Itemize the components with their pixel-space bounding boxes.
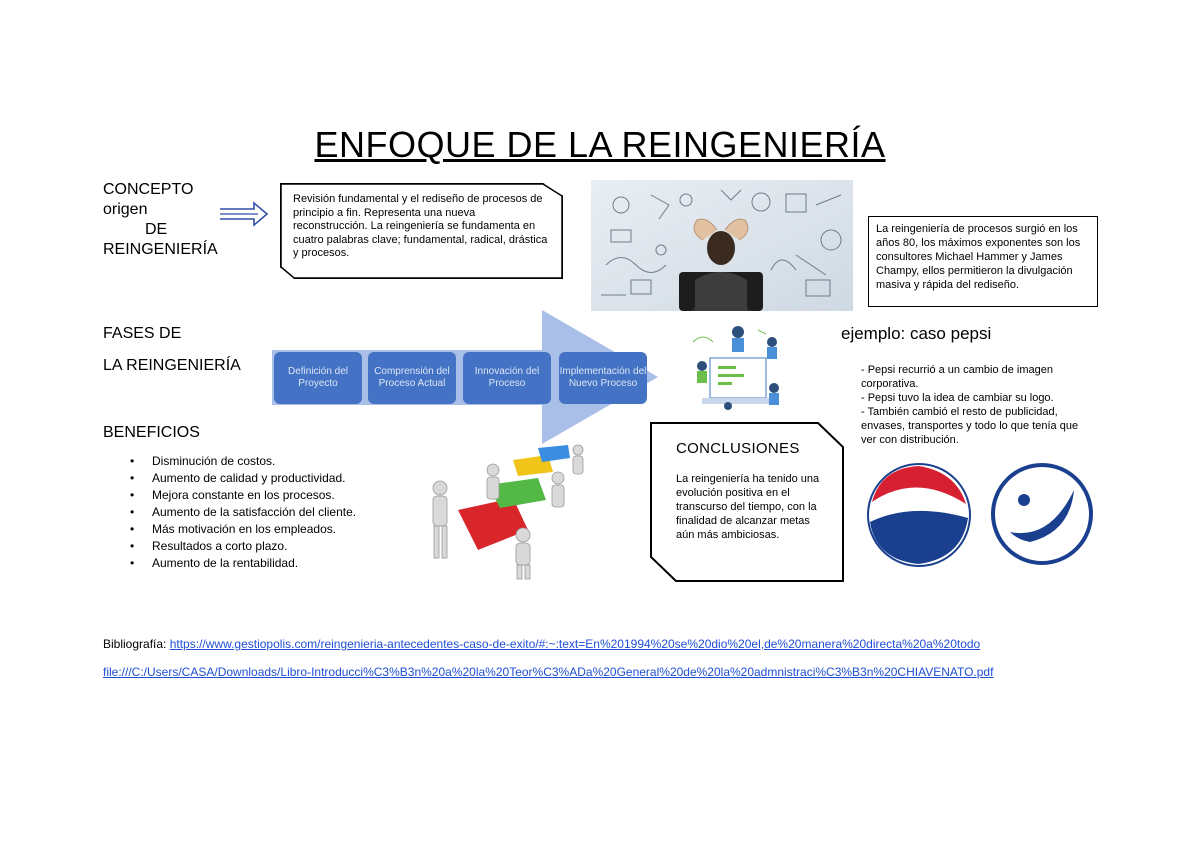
list-item: Aumento de calidad y productividad. xyxy=(130,470,356,487)
concept-label-line: REINGENIERÍA xyxy=(103,241,218,258)
list-item: Aumento de la satisfacción del cliente. xyxy=(130,504,356,521)
page-title: ENFOQUE DE LA REINGENIERÍA xyxy=(314,124,886,165)
conclusions-text: La reingeniería ha tenido una evolución … xyxy=(676,473,820,541)
phases-label: FASES DE LA REINGENIERÍA xyxy=(103,324,241,388)
conclusions-box xyxy=(650,422,844,582)
phases-label-line: FASES DE xyxy=(103,325,182,342)
list-item: Disminución de costos. xyxy=(130,453,356,470)
conclusions-title: CONCLUSIONES xyxy=(676,440,800,457)
thinking-person-image xyxy=(591,180,853,311)
puzzle-team-image xyxy=(432,444,584,580)
phase-step-1: Definición del Proyecto xyxy=(274,352,362,404)
concept-box xyxy=(280,183,563,279)
example-label: ejemplo: caso pepsi xyxy=(841,324,992,343)
origin-box xyxy=(868,216,1098,307)
bibliography: Bibliografía: https://www.gestiopolis.co… xyxy=(103,637,980,651)
origin-text: La reingeniería de procesos surgió en lo… xyxy=(876,223,1081,291)
list-item: - Pepsi tuvo la idea de cambiar su logo. xyxy=(861,392,1054,404)
list-item: Aumento de la rentabilidad. xyxy=(130,555,356,572)
team-computer-image xyxy=(692,326,779,410)
list-item: - También cambió el resto de publicidad,… xyxy=(861,406,1079,446)
phase-step-3: Innovación del Proceso xyxy=(463,352,551,404)
double-arrow-icon xyxy=(220,201,269,227)
pepsi-list: - Pepsi recurrió a un cambio de imagen c… xyxy=(861,363,1081,447)
concept-label-line: DE xyxy=(145,221,168,238)
concept-text: Revisión fundamental y el rediseño de pr… xyxy=(293,193,548,259)
concept-label: CONCEPTO origen DE REINGENIERÍA xyxy=(103,180,218,260)
concept-label-line: CONCEPTO xyxy=(103,181,194,198)
bibliography-link-2[interactable]: file:///C:/Users/CASA/Downloads/Libro-In… xyxy=(103,665,994,679)
bibliography-label: Bibliografía: xyxy=(103,637,167,651)
pepsi-logo-old xyxy=(867,463,971,567)
bibliography-link-1[interactable]: https://www.gestiopolis.com/reingenieria… xyxy=(169,637,981,651)
phase-step-2: Comprensión del Proceso Actual xyxy=(368,352,456,404)
benefits-label: BENEFICIOS xyxy=(103,424,200,441)
list-item: Más motivación en los empleados. xyxy=(130,521,356,538)
list-item: Mejora constante en los procesos. xyxy=(130,487,356,504)
list-item: - Pepsi recurrió a un cambio de imagen c… xyxy=(861,364,1053,390)
pepsi-logo-new xyxy=(991,463,1093,565)
list-item: Resultados a corto plazo. xyxy=(130,538,356,555)
concept-label-line: origen xyxy=(103,201,148,218)
benefits-list: Disminución de costos. Aumento de calida… xyxy=(130,453,356,572)
phases-label-line: LA REINGENIERÍA xyxy=(103,357,241,374)
phase-step-4: Implementación del Nuevo Proceso xyxy=(559,352,647,404)
